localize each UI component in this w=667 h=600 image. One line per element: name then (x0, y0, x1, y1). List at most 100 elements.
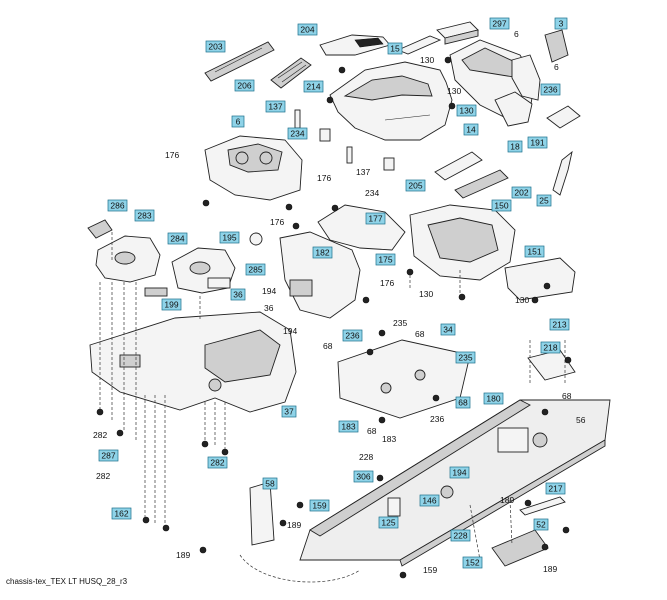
svg-text:159: 159 (312, 501, 326, 511)
svg-text:205: 205 (408, 181, 422, 191)
label-130: 130 (419, 289, 433, 299)
label-36: 36 (264, 303, 274, 313)
callout-37[interactable]: 37 (281, 405, 297, 418)
svg-text:228: 228 (453, 531, 467, 541)
callout-228[interactable]: 228 (450, 529, 471, 542)
callout-152[interactable]: 152 (462, 556, 483, 569)
callout-14[interactable]: 14 (463, 123, 479, 136)
callout-234[interactable]: 234 (287, 127, 308, 140)
callout-180[interactable]: 180 (483, 392, 504, 405)
callout-191[interactable]: 191 (527, 136, 548, 149)
callout-25[interactable]: 25 (536, 194, 552, 207)
svg-text:3: 3 (559, 19, 564, 29)
svg-text:58: 58 (265, 479, 275, 489)
label-176: 176 (165, 150, 179, 160)
callout-159[interactable]: 159 (309, 499, 330, 512)
callout-130[interactable]: 130 (456, 104, 477, 117)
svg-text:6: 6 (236, 117, 241, 127)
plain-labels: 6 6 130 130 176 176 176 176 137 234 194 … (93, 29, 586, 575)
part-234-clip (319, 128, 331, 142)
label-282: 282 (96, 471, 110, 481)
callout-151[interactable]: 151 (524, 245, 545, 258)
callout-199[interactable]: 199 (161, 298, 182, 311)
callout-195[interactable]: 195 (219, 231, 240, 244)
label-176: 176 (270, 217, 284, 227)
callout-52[interactable]: 52 (533, 518, 549, 531)
label-68: 68 (415, 329, 425, 339)
label-234: 234 (365, 188, 379, 198)
svg-text:199: 199 (164, 300, 178, 310)
label-189: 189 (500, 495, 514, 505)
callout-58[interactable]: 58 (262, 477, 278, 490)
callout-162[interactable]: 162 (111, 507, 132, 520)
svg-text:206: 206 (237, 81, 251, 91)
callout-125[interactable]: 125 (378, 516, 399, 529)
label-68: 68 (367, 426, 377, 436)
part-194-bushing (440, 485, 454, 499)
callout-204[interactable]: 204 (297, 23, 318, 36)
callout-236-mid[interactable]: 236 (342, 329, 363, 342)
callout-282[interactable]: 282 (207, 456, 228, 469)
callout-137[interactable]: 137 (265, 100, 286, 113)
part-15-strap (396, 35, 442, 55)
callout-175[interactable]: 175 (375, 253, 396, 266)
callout-306[interactable]: 306 (353, 470, 374, 483)
svg-text:235: 235 (458, 353, 472, 363)
part-137-pin (294, 109, 301, 129)
callout-297[interactable]: 297 (489, 17, 510, 30)
callout-284[interactable]: 284 (167, 232, 188, 245)
callout-206[interactable]: 206 (234, 79, 255, 92)
callout-36[interactable]: 36 (230, 288, 246, 301)
svg-text:218: 218 (543, 343, 557, 353)
label-68: 68 (323, 341, 333, 351)
svg-text:137: 137 (268, 102, 282, 112)
callout-283[interactable]: 283 (134, 209, 155, 222)
callout-183[interactable]: 183 (338, 420, 359, 433)
callout-203[interactable]: 203 (205, 40, 226, 53)
callout-150[interactable]: 150 (491, 199, 512, 212)
callout-202[interactable]: 202 (511, 186, 532, 199)
callout-18[interactable]: 18 (507, 140, 523, 153)
callout-34[interactable]: 34 (440, 323, 456, 336)
callout-194[interactable]: 194 (449, 466, 470, 479)
callout-68[interactable]: 68 (455, 396, 471, 409)
part-204-dash-panel (319, 34, 391, 56)
label-236: 236 (430, 414, 444, 424)
label-176: 176 (317, 173, 331, 183)
callout-217[interactable]: 217 (545, 482, 566, 495)
svg-text:18: 18 (510, 142, 520, 152)
callout-286[interactable]: 286 (107, 199, 128, 212)
callout-213[interactable]: 213 (549, 318, 570, 331)
callout-177[interactable]: 177 (365, 212, 386, 225)
svg-text:213: 213 (552, 320, 566, 330)
callout-15[interactable]: 15 (387, 42, 403, 55)
svg-text:236: 236 (345, 331, 359, 341)
fasteners (96, 56, 572, 579)
part-205-strip (434, 151, 483, 181)
callout-205[interactable]: 205 (405, 179, 426, 192)
callout-285[interactable]: 285 (245, 263, 266, 276)
callout-182[interactable]: 182 (312, 246, 333, 259)
svg-text:162: 162 (114, 509, 128, 519)
part-25-bracket (552, 150, 573, 196)
callout-218[interactable]: 218 (540, 341, 561, 354)
part-151-bracket (504, 257, 576, 301)
part-199 (144, 287, 168, 297)
callout-6[interactable]: 6 (231, 115, 245, 128)
svg-text:34: 34 (443, 325, 453, 335)
callout-235[interactable]: 235 (455, 351, 476, 364)
svg-text:151: 151 (527, 247, 541, 257)
label-282: 282 (93, 430, 107, 440)
svg-text:203: 203 (208, 42, 222, 52)
label-6: 6 (514, 29, 519, 39)
part-285 (207, 277, 231, 289)
callout-3[interactable]: 3 (554, 17, 568, 30)
svg-text:191: 191 (530, 138, 544, 148)
callout-287[interactable]: 287 (98, 449, 119, 462)
label-176: 176 (380, 278, 394, 288)
callout-146[interactable]: 146 (419, 494, 440, 507)
part-234-clip-b (383, 157, 395, 171)
callout-214[interactable]: 214 (303, 80, 324, 93)
callout-236-top[interactable]: 236 (540, 83, 561, 96)
